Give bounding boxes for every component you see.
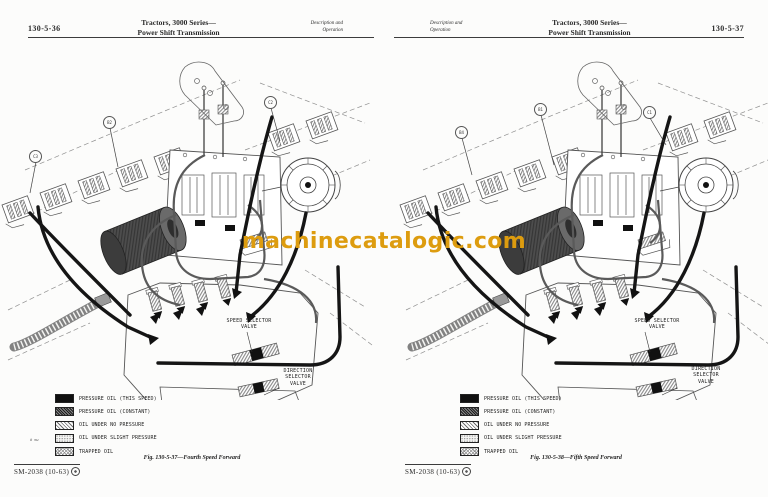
legend-row: TRAPPED OIL bbox=[55, 447, 157, 457]
legend-swatch-dense-hatch bbox=[55, 407, 74, 417]
page-footer: SM-2038 (10-63) bbox=[14, 464, 81, 476]
legend-row: OIL UNDER NO PRESSURE bbox=[460, 420, 562, 430]
direction-selector-valve-label: DIRECTION SELECTOR VALVE bbox=[691, 366, 721, 385]
page-title: Tractors, 3000 Series— Power Shift Trans… bbox=[548, 18, 630, 38]
page-footer: SM-2038 (10-63) bbox=[405, 464, 472, 476]
header-rule bbox=[394, 37, 744, 38]
legend-row: OIL UNDER SLIGHT PRESSURE bbox=[460, 433, 562, 443]
manual-page-right: Description and Operation Tractors, 3000… bbox=[384, 0, 768, 497]
callout-circle: C1 bbox=[643, 106, 656, 119]
legend-row: PRESSURE OIL (CONSTANT) bbox=[55, 407, 157, 417]
manual-page-left: 130-5-36 Tractors, 3000 Series— Power Sh… bbox=[0, 18, 384, 476]
john-deere-logo-icon bbox=[71, 467, 81, 476]
legend-swatch-hatch bbox=[55, 420, 74, 430]
figure-caption: Fig. 130-5-37—Fourth Speed Forward bbox=[143, 455, 241, 461]
callout-circle: B1 bbox=[534, 103, 547, 116]
transmission-diagram-fourth-speed bbox=[0, 55, 384, 400]
legend-swatch-dots bbox=[460, 433, 479, 443]
legend-swatch-crosshatch bbox=[460, 447, 479, 457]
oil-legend: PRESSURE OIL (THIS SPEED) PRESSURE OIL (… bbox=[460, 394, 562, 460]
title-line-2: Power Shift Transmission bbox=[548, 27, 631, 37]
legend-row: PRESSURE OIL (CONSTANT) bbox=[460, 407, 562, 417]
callout-circle: C3 bbox=[29, 150, 42, 163]
legend-row: OIL UNDER SLIGHT PRESSURE bbox=[55, 433, 157, 443]
callout-circle: C2 bbox=[264, 96, 277, 109]
legend-swatch-solid bbox=[460, 394, 479, 403]
legend-swatch-solid bbox=[55, 394, 74, 403]
callout-circle: B2 bbox=[103, 116, 116, 129]
legend-swatch-hatch bbox=[460, 420, 479, 430]
title-line-1: Tractors, 3000 Series— bbox=[552, 18, 627, 27]
page-number: 130-5-37 bbox=[711, 24, 744, 33]
section-label: Description and Operation bbox=[430, 21, 463, 33]
legend-swatch-crosshatch bbox=[55, 447, 74, 457]
page-number: 130-5-36 bbox=[28, 24, 61, 33]
callout-circle: B4 bbox=[455, 126, 468, 139]
legend-swatch-dots bbox=[55, 433, 74, 443]
legend-note: # mw bbox=[30, 438, 39, 442]
speed-selector-valve-label: SPEED SELECTOR VALVE bbox=[226, 318, 272, 331]
oil-legend: PRESSURE OIL (THIS SPEED) PRESSURE OIL (… bbox=[30, 394, 157, 460]
direction-selector-valve-label: DIRECTION SELECTOR VALVE bbox=[283, 368, 313, 387]
transmission-diagram-fifth-speed bbox=[398, 55, 768, 400]
page-title: Tractors, 3000 Series— Power Shift Trans… bbox=[138, 18, 220, 38]
watermark: machinecatalogic.com bbox=[241, 229, 527, 254]
header-rule bbox=[28, 37, 374, 38]
speed-selector-valve-label: SPEED SELECTOR VALVE bbox=[634, 318, 680, 331]
title-line-2: Power Shift Transmission bbox=[137, 27, 220, 37]
legend-row: PRESSURE OIL (THIS SPEED) bbox=[460, 394, 562, 403]
legend-row: TRAPPED OIL bbox=[460, 447, 562, 457]
legend-row: OIL UNDER NO PRESSURE bbox=[55, 420, 157, 430]
john-deere-logo-icon bbox=[462, 467, 472, 476]
title-line-1: Tractors, 3000 Series— bbox=[141, 18, 216, 27]
legend-swatch-dense-hatch bbox=[460, 407, 479, 417]
section-label: Description and Operation bbox=[310, 21, 343, 33]
legend-row: PRESSURE OIL (THIS SPEED) bbox=[55, 394, 157, 403]
figure-caption: Fig. 130-5-38—Fifth Speed Forward bbox=[530, 455, 622, 461]
